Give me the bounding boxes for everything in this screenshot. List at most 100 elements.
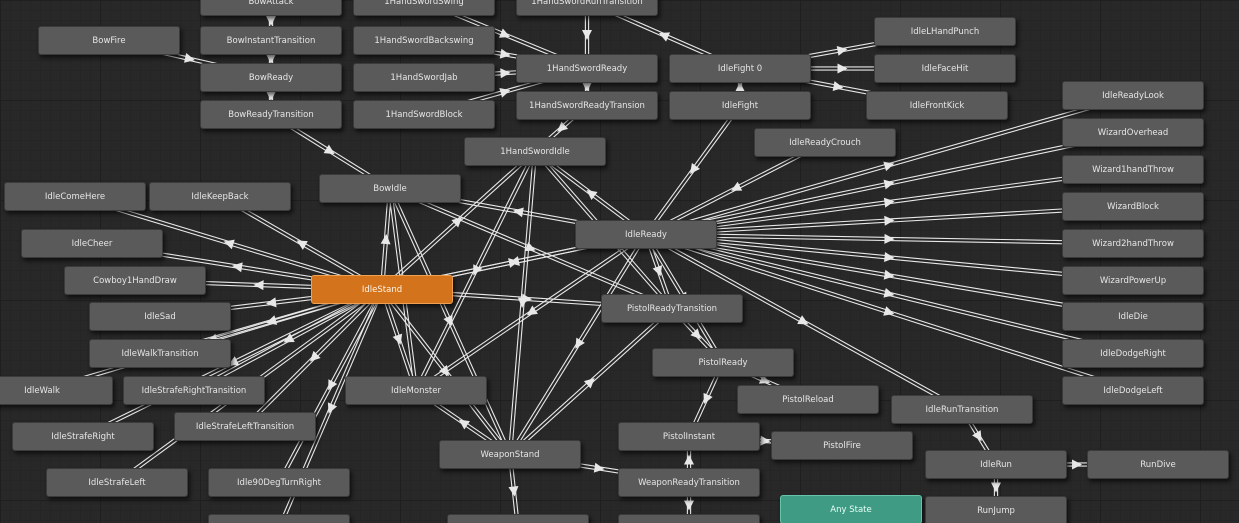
- transition-idleready-to-wiz_2hand[interactable]: [645, 232, 1134, 246]
- transition-idleready-to-idle_readylook[interactable]: [645, 93, 1134, 237]
- state-node-weapon-stand[interactable]: WeaponStand: [439, 440, 581, 469]
- state-node-bow-ready-tr[interactable]: BowReadyTransition: [200, 100, 342, 129]
- state-node-idle-comehere[interactable]: IdleComeHere: [4, 182, 146, 211]
- state-node-bowfire[interactable]: BowFire: [38, 26, 180, 55]
- state-node-bowidle[interactable]: BowIdle: [319, 174, 461, 203]
- state-node-idle-readylook[interactable]: IdleReadyLook: [1062, 81, 1204, 110]
- state-node-strafe-left[interactable]: IdleStrafeLeft: [46, 468, 188, 497]
- transition-idleready-to-idle_monster[interactable]: [414, 232, 648, 393]
- transition-idleready-to-wiz_overhead[interactable]: [645, 130, 1134, 237]
- state-node-sword-swing[interactable]: 1HandSwordSwing: [353, 0, 495, 16]
- state-node-idle-sad[interactable]: IdleSad: [89, 302, 231, 331]
- transition-sword_idle-to-weapon_stand[interactable]: [507, 151, 538, 455]
- state-node-pistol-ready[interactable]: PistolReady: [652, 348, 794, 377]
- state-node-run-dive[interactable]: RunDive: [1087, 450, 1229, 479]
- transition-arrow: [735, 82, 745, 92]
- state-node-weapon-unready[interactable]: WeaponUnready: [447, 514, 589, 523]
- state-node-idle-die[interactable]: IdleDie: [1062, 302, 1204, 331]
- state-node-run-jump[interactable]: RunJump: [925, 496, 1067, 523]
- state-node-weapon-ready-tr[interactable]: WeaponReadyTransition: [618, 468, 760, 497]
- state-node-pistol-reload[interactable]: PistolReload: [737, 385, 879, 414]
- state-node-turn-right[interactable]: Idle90DegTurnRight: [208, 468, 350, 497]
- state-node-pistol-instant[interactable]: PistolInstant: [618, 422, 760, 451]
- transition-idleready-to-idle_dodgeleft[interactable]: [645, 232, 1134, 393]
- state-node-wiz-block[interactable]: WizardBlock: [1062, 192, 1204, 221]
- transition-idlestand-to-weapon_stand[interactable]: [380, 288, 512, 456]
- transition-arrow: [184, 53, 195, 63]
- transition-idleready-to-wiz_powerup[interactable]: [645, 232, 1134, 283]
- transition-arrow: [508, 258, 519, 268]
- transition-arrow: [473, 264, 483, 276]
- transition-idleready-to-weapon_stand[interactable]: [508, 233, 648, 456]
- state-node-wiz-powerup[interactable]: WizardPowerUp: [1062, 266, 1204, 295]
- state-node-idle-lhandpunch[interactable]: IdleLHandPunch: [874, 17, 1016, 46]
- state-node-idleready[interactable]: IdleReady: [575, 220, 717, 249]
- transition-arrow: [652, 265, 663, 277]
- state-node-idle-run[interactable]: IdleRun: [925, 450, 1067, 479]
- state-node-sword-ready-tr[interactable]: 1HandSwordReadyTransion: [516, 91, 658, 120]
- state-node-sword-run-tr[interactable]: 1HandSwordRunTransition: [516, 0, 658, 16]
- state-node-idle-monster[interactable]: IdleMonster: [345, 376, 487, 405]
- state-node-pistol-ready-tr[interactable]: PistolReadyTransition: [601, 294, 743, 323]
- state-node-wiz-1hand[interactable]: Wizard1handThrow: [1062, 155, 1204, 184]
- state-node-idle-dodgeright[interactable]: IdleDodgeRight: [1062, 339, 1204, 368]
- state-node-idle-dodgeleft[interactable]: IdleDodgeLeft: [1062, 376, 1204, 405]
- transition-arrow: [499, 88, 511, 98]
- state-node-idlestand[interactable]: IdleStand: [311, 275, 453, 304]
- transition-idleready-to-idle_run_tr[interactable]: [644, 232, 964, 412]
- state-node-sword-jab[interactable]: 1HandSwordJab: [353, 63, 495, 92]
- transition-idlefight-to-idleready[interactable]: [644, 104, 742, 236]
- state-node-wiz-2hand[interactable]: Wizard2handThrow: [1062, 229, 1204, 258]
- state-node-sword-block[interactable]: 1HandSwordBlock: [353, 100, 495, 129]
- transition-idlestand-to-strafe_right_tr[interactable]: [192, 287, 384, 393]
- state-node-idle-run-tr[interactable]: IdleRunTransition: [891, 395, 1033, 424]
- transition-arrow: [884, 215, 895, 226]
- transition-sword_idle-to-idle_monster[interactable]: [414, 150, 537, 392]
- state-node-idle-walk[interactable]: IdleWalk: [0, 376, 113, 405]
- transition-arrow: [991, 482, 1001, 493]
- state-node-weapon-switch[interactable]: WeaponSwitch: [618, 514, 760, 523]
- state-node-bow-ready[interactable]: BowReady: [200, 63, 342, 92]
- transition-arrow: [1072, 459, 1082, 470]
- state-node-idle-cheer[interactable]: IdleCheer: [21, 229, 163, 258]
- transition-idlestand-to-sword_idle[interactable]: [380, 149, 537, 292]
- state-node-pistol-fire[interactable]: PistolFire: [771, 431, 913, 460]
- transition-arrow: [327, 402, 338, 414]
- state-node-turn-left[interactable]: Idle90DegTurnLeft: [208, 514, 350, 523]
- transition-arrow: [658, 32, 671, 42]
- transition-arrow: [883, 179, 895, 190]
- transition-arrow: [513, 207, 524, 218]
- state-node-strafe-right[interactable]: IdleStrafeRight: [12, 422, 154, 451]
- transition-bowidle-to-pistol_ready_tr[interactable]: [389, 186, 673, 311]
- transition-arrow: [253, 280, 264, 291]
- state-node-idle-readycrouch[interactable]: IdleReadyCrouch: [754, 128, 896, 157]
- state-node-idlefight[interactable]: IdleFight: [669, 91, 811, 120]
- state-node-strafe-left-tr[interactable]: IdleStrafeLeftTransition: [174, 412, 316, 441]
- state-node-sword-ready[interactable]: 1HandSwordReady: [516, 54, 658, 83]
- transition-arrow: [458, 419, 470, 430]
- transition-arrow: [328, 379, 338, 391]
- transition-idleready-to-wiz_1hand[interactable]: [645, 167, 1134, 237]
- transition-idleready-to-idle_die[interactable]: [645, 232, 1134, 319]
- state-node-strafe-right-tr[interactable]: IdleStrafeRightTransition: [123, 376, 265, 405]
- transition-weapon_stand-to-pistol_ready_tr[interactable]: [508, 306, 674, 457]
- transition-arrow: [583, 378, 595, 389]
- state-node-bow-attack[interactable]: BowAttack: [200, 0, 342, 16]
- transition-idlestand-to-strafe_left_tr[interactable]: [243, 287, 384, 429]
- state-node-idle-walk-tr[interactable]: IdleWalkTransition: [89, 339, 231, 368]
- state-node-bow-instant[interactable]: BowInstantTransition: [200, 26, 342, 55]
- transition-arrow: [266, 297, 277, 308]
- transition-arrow: [498, 28, 511, 38]
- state-node-idle-facehit[interactable]: IdleFaceHit: [874, 54, 1016, 83]
- state-node-idle-frontkick[interactable]: IdleFrontKick: [866, 91, 1008, 120]
- transition-idleready-to-idle_dodgeright[interactable]: [645, 232, 1134, 356]
- state-node-cowboy[interactable]: Cowboy1HandDraw: [64, 266, 206, 295]
- state-node-sword-backswing[interactable]: 1HandSwordBackswing: [353, 26, 495, 55]
- transition-idleready-to-wiz_block[interactable]: [645, 204, 1134, 237]
- state-node-idle-keepback[interactable]: IdleKeepBack: [149, 182, 291, 211]
- state-node-sword-idle[interactable]: 1HandSwordIdle: [464, 137, 606, 166]
- state-node-any-state[interactable]: Any State: [780, 495, 922, 523]
- state-node-wiz-overhead[interactable]: WizardOverhead: [1062, 118, 1204, 147]
- state-node-idlefight0[interactable]: IdleFight 0: [669, 54, 811, 83]
